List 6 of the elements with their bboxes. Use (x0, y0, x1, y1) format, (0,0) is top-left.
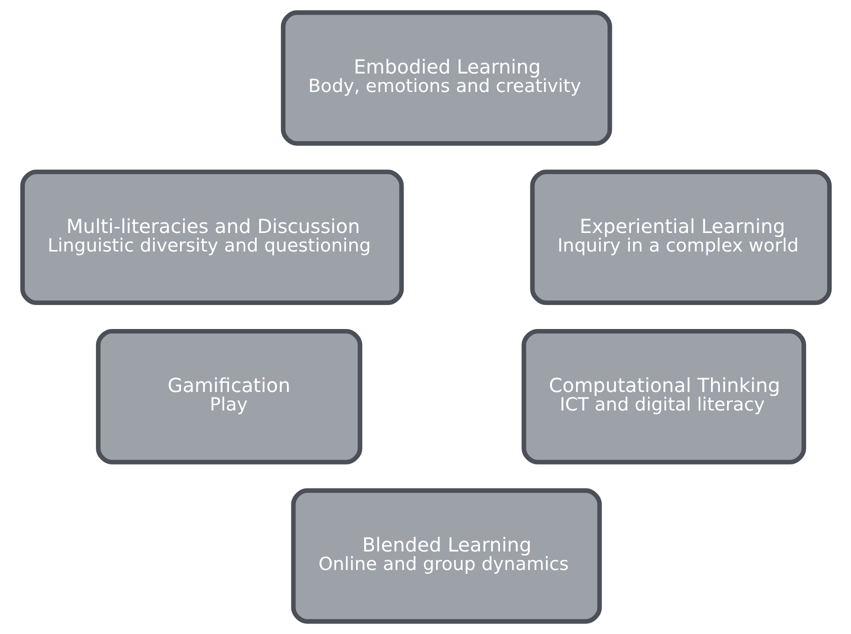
node-box: Gamification Play (95, 328, 362, 464)
node-box: Experiential Learning Inquiry in a complex world (530, 170, 832, 306)
node-box: Blended Learning Online and group dynamics (290, 488, 602, 624)
node-box: Multi-literacies and Discussion Linguistic diversity and questioning (20, 170, 404, 306)
node-box: Embodied Learning Body, emotions and creativity (280, 10, 612, 146)
node-box: Computational Thinking ICT and digital literacy (521, 328, 806, 464)
